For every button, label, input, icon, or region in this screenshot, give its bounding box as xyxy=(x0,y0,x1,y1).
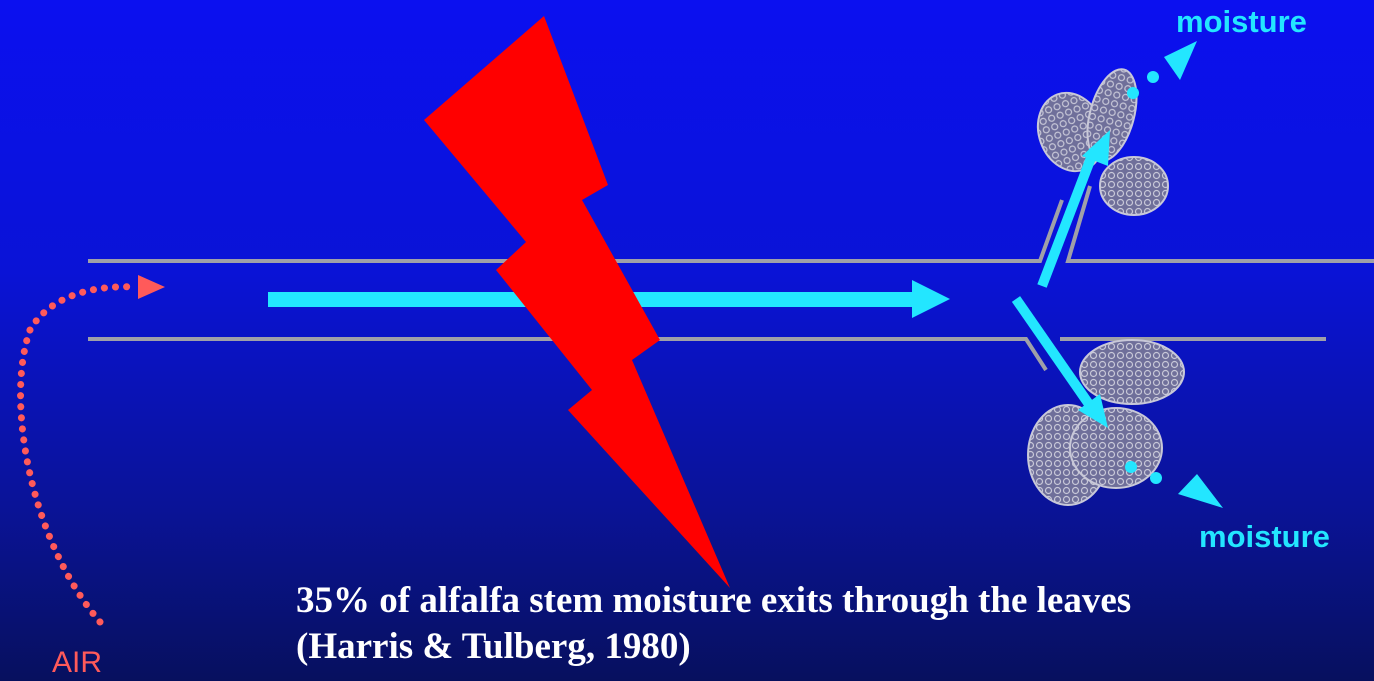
arrow-icon xyxy=(138,275,165,299)
stem-upper-wall-right xyxy=(1065,185,1374,263)
stem-upper-wall-left xyxy=(88,199,1064,263)
moisture-label-bottom: moisture xyxy=(1199,519,1330,554)
caption-line-2: (Harris & Tulberg, 1980) xyxy=(296,626,691,667)
lightning-bolt-icon xyxy=(424,16,730,588)
arrow-icon xyxy=(1164,41,1197,80)
stem xyxy=(88,185,1374,372)
stem-lower-wall xyxy=(88,337,1048,372)
upper-branch-arrow-shaft xyxy=(1037,148,1099,288)
arrow-icon xyxy=(912,280,950,318)
arrow-icon xyxy=(1082,130,1110,166)
air-dotted-path xyxy=(17,283,139,626)
leaf-icon xyxy=(1099,156,1169,216)
moisture-droplet xyxy=(1147,71,1159,83)
moisture-droplet xyxy=(1150,472,1162,484)
lower-branch-arrow-shaft xyxy=(1011,296,1098,413)
caption-line-1: 35% of alfalfa stem moisture exits throu… xyxy=(296,580,1132,621)
air-label: AIR xyxy=(52,646,103,679)
leaf-icon xyxy=(1069,407,1163,489)
leaves xyxy=(1027,68,1185,506)
moisture-droplet xyxy=(1125,461,1137,473)
arrow-icon xyxy=(1178,474,1223,508)
air-flow xyxy=(17,275,165,626)
moisture-label-top: moisture xyxy=(1176,4,1307,39)
arrow-icon xyxy=(1078,394,1108,428)
moisture-droplet xyxy=(1127,87,1139,99)
leaf-icon xyxy=(1079,339,1185,405)
